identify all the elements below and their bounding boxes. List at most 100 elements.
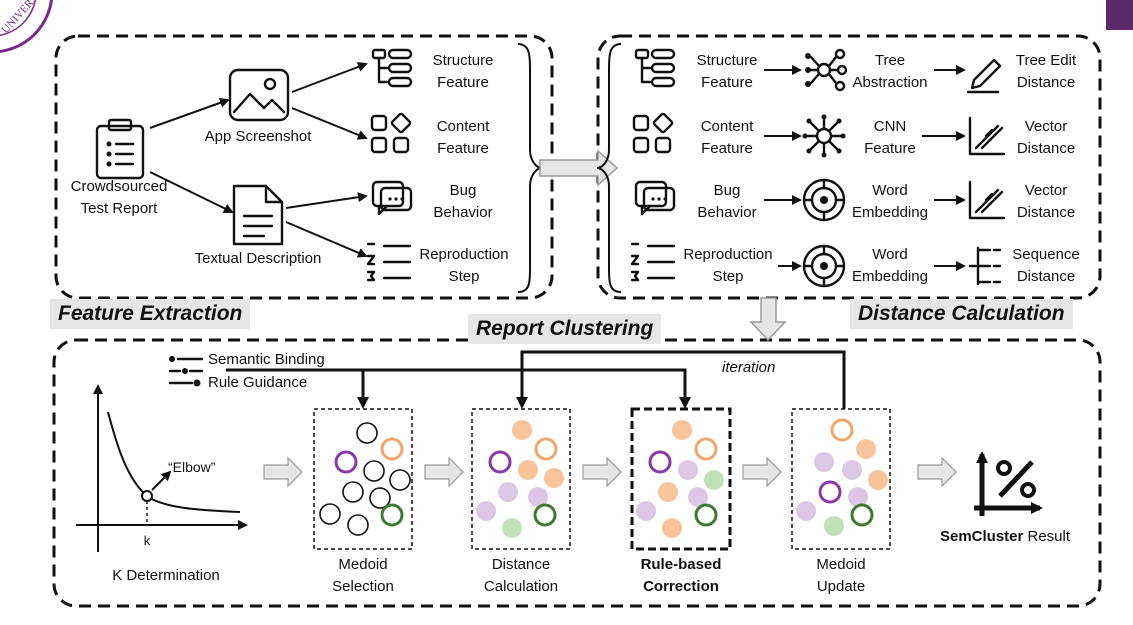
point-purple	[636, 501, 656, 521]
dc-row2-method: Word Embedding	[852, 182, 928, 221]
neural-net-icon	[802, 114, 846, 158]
percent-chart-icon	[974, 451, 1043, 516]
point-orange	[512, 420, 532, 440]
document-icon	[232, 184, 284, 246]
arrow-screenshot-to-content	[291, 107, 368, 140]
arrow-report-to-screenshot	[149, 97, 230, 129]
dc-row2-feature: Bug Behavior	[697, 182, 757, 221]
point-orange	[662, 518, 682, 538]
grouping-brace-right	[596, 43, 622, 293]
rule-guidance-label: Rule Guidance	[208, 374, 308, 391]
dc-row2-distance: Vector Distance	[1016, 182, 1076, 221]
unassigned-point	[342, 481, 364, 503]
iteration-label: iteration	[722, 359, 776, 376]
arrow-report-to-text	[149, 171, 234, 213]
content-shapes-icon	[370, 112, 412, 154]
dc-structure-tree-icon	[634, 48, 676, 88]
point-orange	[672, 420, 692, 440]
elbow-chart	[76, 384, 248, 552]
medoid-green	[380, 503, 404, 527]
dc-row3-method: Word Embedding	[852, 246, 928, 285]
fe-bug-behavior-label: Bug Behavior	[433, 182, 493, 221]
point-purple	[476, 501, 496, 521]
semcluster-result-label: SemCluster Result	[928, 526, 1082, 548]
medoid-green	[533, 503, 557, 527]
frame-distance-calculation	[471, 408, 571, 550]
university-seal-logo: UNIVERSITY	[0, 0, 53, 53]
app-screenshot-label: App Screenshot	[204, 128, 312, 145]
semantic-binding-icon	[168, 356, 204, 374]
sequence-icon	[968, 246, 1002, 286]
rule-guidance-line	[226, 368, 691, 409]
report-clustering-title: Report Clustering	[468, 314, 662, 344]
medoid-purple	[648, 450, 672, 474]
dc-content-shapes-icon	[632, 112, 674, 154]
structure-tree-icon	[371, 48, 413, 88]
pen-edit-icon	[966, 58, 1002, 94]
point-green	[502, 518, 522, 538]
unassigned-point	[356, 422, 378, 444]
fe-reproduction-step-label: Reproduction Step	[419, 246, 509, 285]
network-graph-icon	[805, 48, 848, 92]
unassigned-point	[347, 514, 369, 536]
clipboard-icon	[95, 118, 145, 180]
textual-description-label: Textual Description	[194, 250, 322, 267]
unassigned-point	[389, 469, 411, 491]
picture-icon	[228, 68, 290, 122]
cluster-points	[319, 418, 888, 538]
semcluster-name: SemCluster	[939, 528, 1024, 545]
arrow-text-to-bug	[285, 192, 368, 209]
dc-row1-feature: Content Feature	[700, 118, 754, 157]
arrow-screenshot-to-structure	[291, 62, 368, 93]
crowdsourced-report-label: Crowdsourced Test Report	[70, 178, 168, 217]
arrow-text-to-steps	[285, 221, 368, 258]
big-arrow-down	[749, 297, 787, 342]
frame-medoid-update	[791, 408, 891, 550]
medoid-green	[850, 503, 874, 527]
medoid-green	[694, 503, 718, 527]
dc-chat-bubble-icon	[634, 180, 676, 216]
point-orange	[868, 470, 888, 490]
dc-row3-feature: Reproduction Step	[683, 246, 773, 285]
point-purple	[498, 482, 518, 502]
k-determination-label: K Determination	[112, 567, 220, 584]
distance-calculation-box	[596, 34, 1102, 300]
point-green	[704, 470, 724, 490]
iteration-loop-line	[516, 350, 846, 409]
medoid-orange	[694, 437, 718, 461]
point-purple	[848, 487, 868, 507]
medoid-purple	[818, 480, 842, 504]
dc-row3-distance: Sequence Distance	[1012, 246, 1080, 285]
grouping-brace	[517, 43, 543, 293]
dc-row0-feature: Structure Feature	[696, 52, 758, 91]
point-purple	[528, 487, 548, 507]
frame-rule-based-correction	[630, 407, 732, 551]
medoid-purple	[334, 450, 358, 474]
target-embedding-icon-2	[802, 244, 846, 288]
dc-steps-list-icon	[630, 242, 676, 282]
step-medoid-update-label: Medoid Update	[816, 556, 866, 595]
result-suffix: Result	[1023, 528, 1071, 545]
point-green	[824, 516, 844, 536]
point-orange	[658, 482, 678, 502]
chat-bubble-icon	[371, 180, 413, 216]
rule-guidance-icon	[168, 379, 201, 387]
corner-tab	[1106, 0, 1133, 30]
vector-chart-icon-2	[968, 180, 1006, 220]
unassigned-point	[363, 460, 385, 482]
frame-medoid-selection	[313, 408, 413, 550]
unassigned-point	[369, 487, 391, 509]
medoid-orange	[830, 418, 854, 442]
point-orange	[544, 468, 564, 488]
dc-row0-distance: Tree Edit Distance	[1015, 52, 1077, 91]
elbow-label: “Elbow”	[168, 459, 216, 475]
fe-structure-feature-label: Structure Feature	[432, 52, 494, 91]
point-purple	[842, 460, 862, 480]
dc-row0-method: Tree Abstraction	[852, 52, 928, 91]
point-purple	[688, 487, 708, 507]
point-purple	[796, 501, 816, 521]
steps-list-icon	[366, 242, 412, 282]
step-rule-based-correction-label: Rule-based Correction	[640, 556, 722, 595]
dc-row1-method: CNN Feature	[864, 118, 916, 157]
